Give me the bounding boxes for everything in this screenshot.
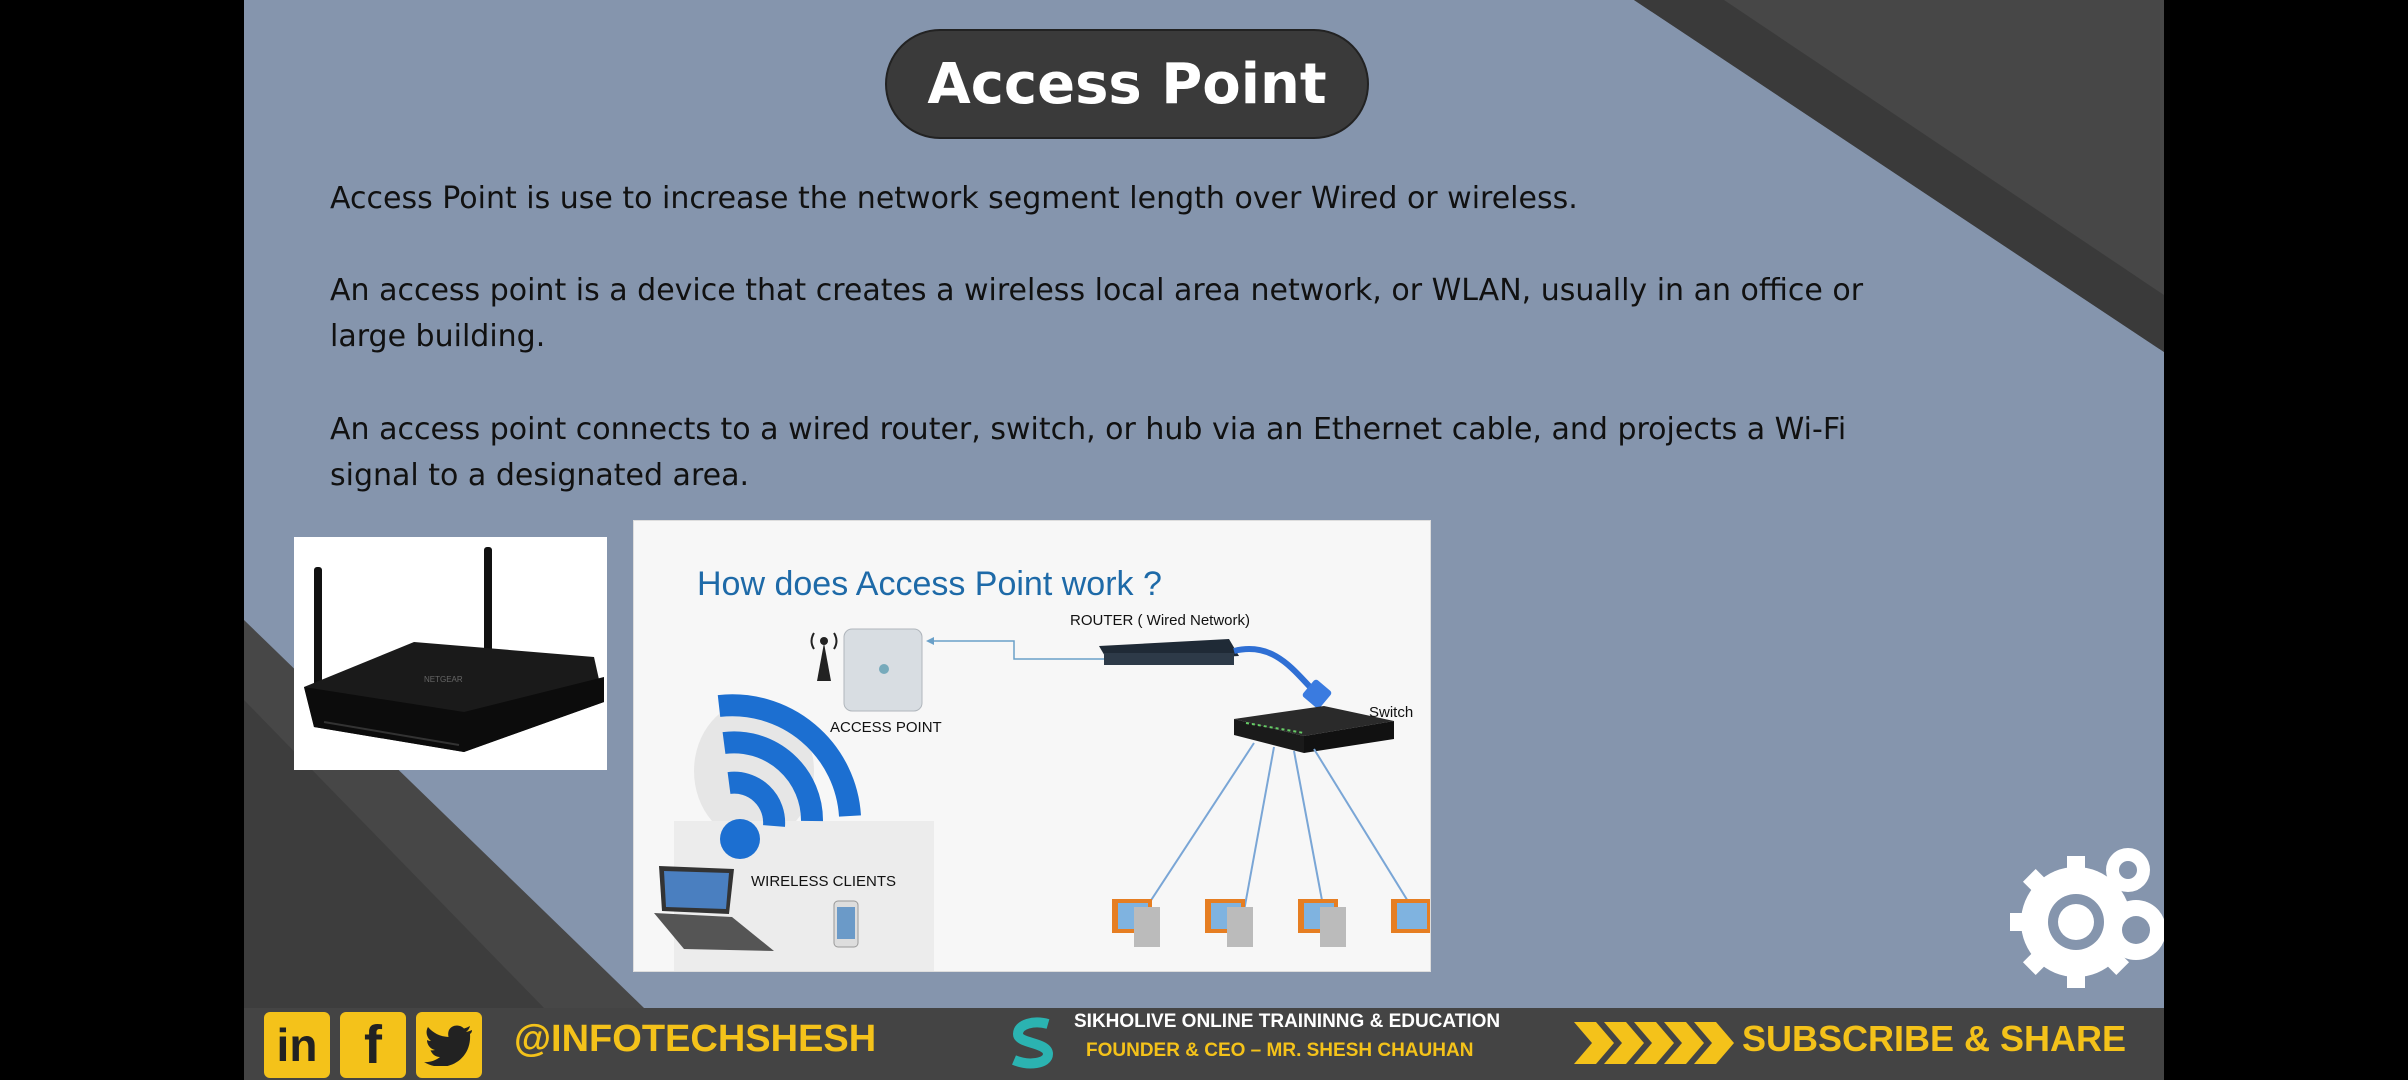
- twitter-icon[interactable]: [416, 1012, 482, 1078]
- slide: Access Point Access Point is use to incr…: [244, 0, 2164, 1080]
- organization-name: SIKHOLIVE ONLINE TRAININNG & EDUCATION: [1074, 1011, 1501, 1032]
- router-photo: NETGEAR: [294, 537, 607, 770]
- wireless-clients-label: WIRELESS CLIENTS: [751, 873, 897, 890]
- wireless-router-image: NETGEAR: [304, 547, 604, 752]
- paragraph-3: An access point connects to a wired rout…: [330, 412, 1847, 493]
- smartphone-icon: [833, 900, 859, 948]
- switch-device-icon: [1234, 706, 1394, 753]
- network-diagram-graphics: [654, 628, 1430, 971]
- laptop-icon: [654, 866, 774, 951]
- switch-label: Switch: [1369, 704, 1414, 721]
- subscribe-share-text[interactable]: SUBSCRIBE & SHARE: [1742, 1018, 2127, 1059]
- diagram-title: How does Access Point work ?: [697, 565, 1162, 603]
- slide-title: Access Point: [885, 29, 1369, 139]
- gears-icon: [2010, 848, 2164, 988]
- slide-background-shapes: [244, 0, 2164, 1008]
- linkedin-icon-text: in: [276, 1019, 318, 1071]
- facebook-icon-text: f: [364, 1015, 382, 1075]
- access-point-device-icon: [843, 628, 923, 712]
- twitter-bird-glyph: [424, 1025, 472, 1066]
- chevron-arrows-icon: [1574, 1022, 1734, 1064]
- antenna-icon: [810, 632, 838, 681]
- router-label: ROUTER ( Wired Network): [1070, 612, 1251, 629]
- social-handle[interactable]: @INFOTECHSHESH: [514, 1018, 877, 1060]
- sikholive-logo-icon: [1012, 1017, 1054, 1069]
- access-point-label: ACCESS POINT: [830, 719, 942, 736]
- client-computer-icons: [1112, 899, 1430, 947]
- linkedin-icon[interactable]: in: [264, 1012, 330, 1078]
- facebook-icon[interactable]: f: [340, 1012, 406, 1078]
- footer-bar: [244, 1008, 2164, 1080]
- svg-text:NETGEAR: NETGEAR: [424, 675, 463, 684]
- organization-founder: FOUNDER & CEO – MR. SHESH CHAUHAN: [1086, 1040, 1474, 1061]
- paragraph-1: Access Point is use to increase the netw…: [330, 181, 1578, 216]
- wifi-signal-icon: [717, 694, 861, 859]
- paragraph-2: An access point is a device that creates…: [330, 273, 1864, 354]
- router-device-icon: [1099, 639, 1239, 665]
- access-point-diagram: How does Access Point work ?: [633, 520, 1431, 972]
